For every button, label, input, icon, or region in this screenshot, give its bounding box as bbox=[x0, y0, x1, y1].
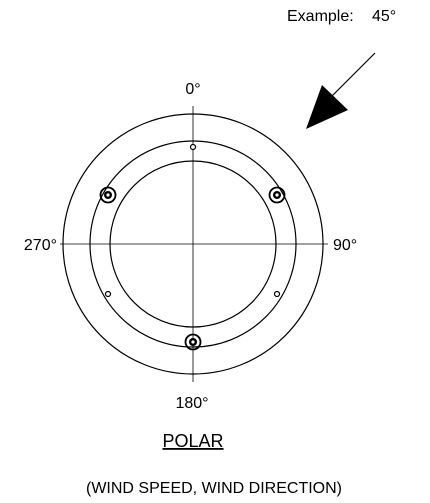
bolt-upper-right bbox=[268, 186, 286, 204]
crosshair-axes bbox=[60, 106, 328, 382]
bolt-upper-left bbox=[99, 186, 117, 204]
mounting-holes-small bbox=[104, 143, 281, 298]
example-angle: 45° bbox=[372, 8, 396, 25]
angle-label-0: 0° bbox=[185, 81, 200, 98]
bolt-positions bbox=[99, 186, 286, 351]
hole-right bbox=[273, 290, 281, 298]
diagram-subtitle: (WIND SPEED, WIND DIRECTION) bbox=[86, 480, 342, 497]
example-label: Example: bbox=[287, 8, 354, 25]
bolt-bottom bbox=[184, 333, 202, 351]
hole-left bbox=[104, 290, 112, 298]
wind-direction-arrow bbox=[306, 52, 376, 129]
diagram-title: POLAR bbox=[162, 431, 223, 451]
angle-label-180: 180° bbox=[175, 395, 208, 412]
angle-label-270: 270° bbox=[24, 237, 57, 254]
angle-label-90: 90° bbox=[333, 237, 357, 254]
hole-top bbox=[189, 143, 197, 151]
